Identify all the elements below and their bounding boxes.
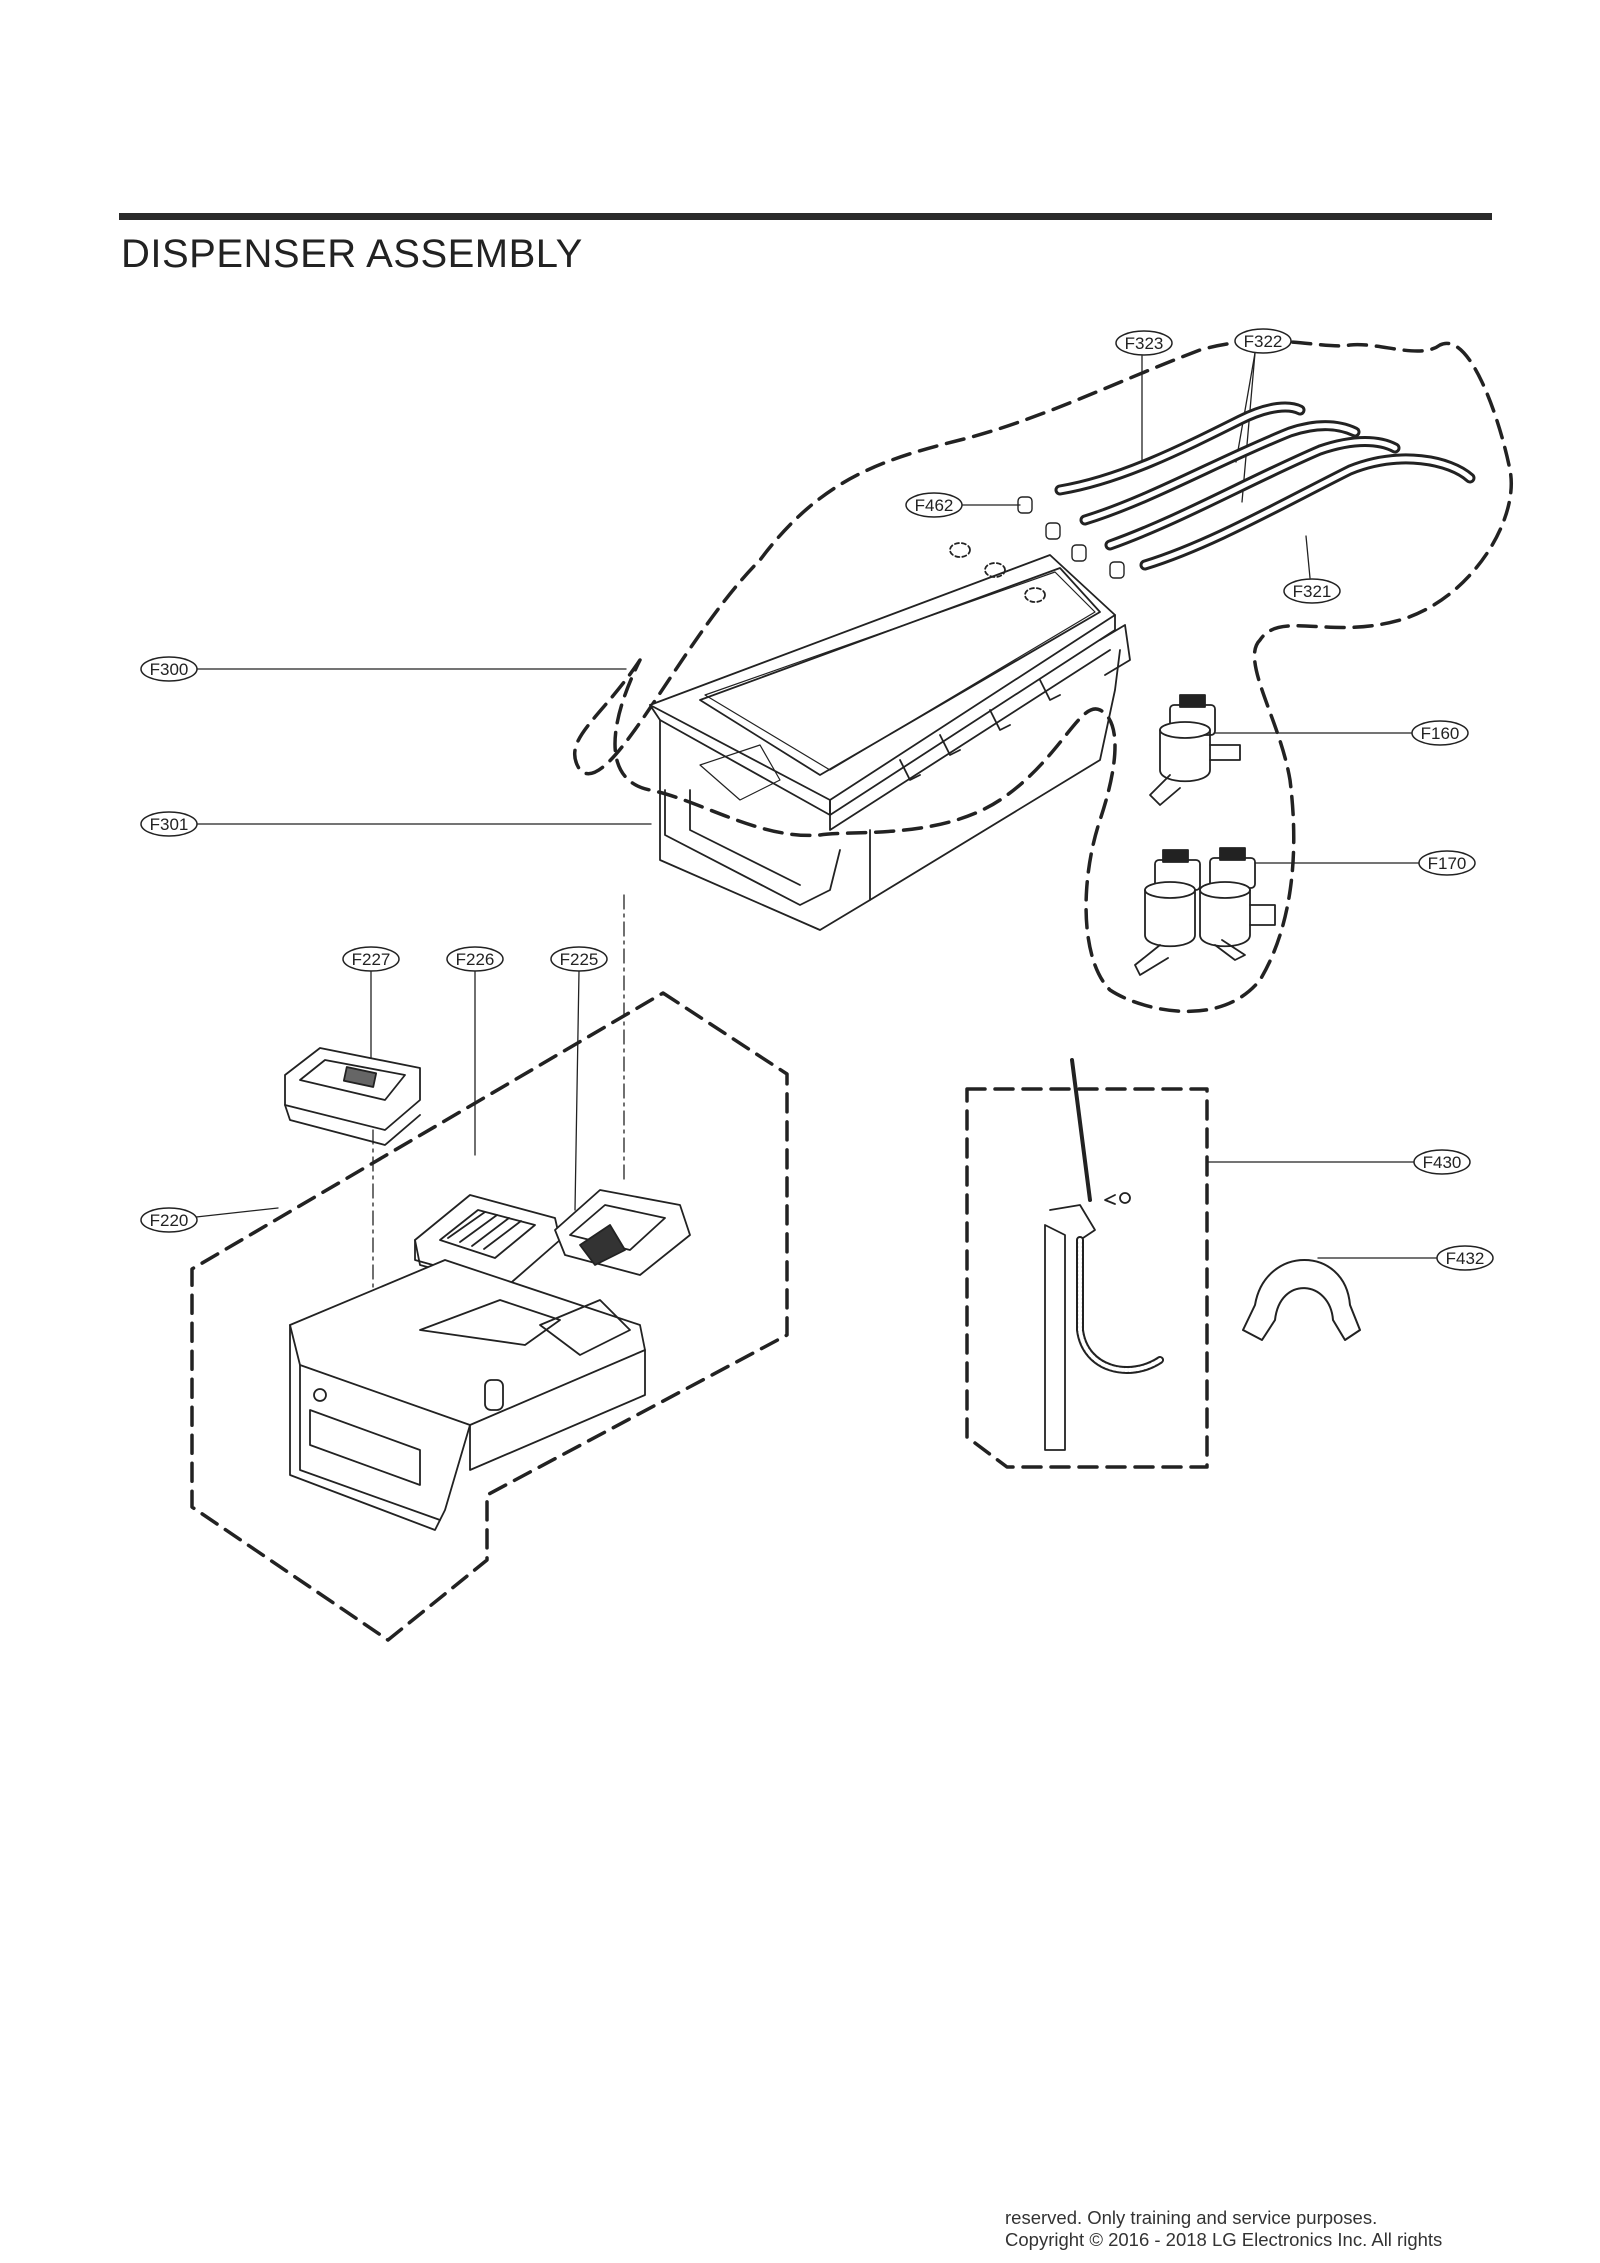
copyright-line-1: reserved. Only training and service purp… [1005, 2207, 1378, 2228]
callout-label-f462: F462 [915, 496, 954, 515]
title-rule [119, 213, 1492, 220]
group-outline-dispenser-housing [573, 339, 1513, 1013]
inlet-valve-f170 [1134, 847, 1276, 976]
hose-clamps-f462 [1017, 496, 1125, 579]
hose-guide-f432 [1242, 1259, 1361, 1341]
copyright-notice: reserved. Only training and service purp… [1005, 2207, 1442, 2251]
callout-f322 [1234, 328, 1292, 354]
page-title: DISPENSER ASSEMBLY [121, 232, 583, 276]
callout-f226 [446, 946, 504, 972]
callout-label-f226: F226 [456, 950, 495, 969]
dispenser-tray-f301 [659, 649, 1121, 931]
callout-f432 [1436, 1245, 1494, 1271]
dispenser-housing-f300 [649, 542, 1131, 831]
callout-f430 [1413, 1149, 1471, 1175]
inlet-valve-f160 [1149, 694, 1241, 806]
callout-f220 [140, 1207, 198, 1233]
callout-label-f220: F220 [150, 1211, 189, 1230]
drain-hose-f430 [1044, 1058, 1164, 1451]
callout-f321 [1283, 578, 1341, 604]
callout-label-f432: F432 [1446, 1249, 1485, 1268]
callout-label-f227: F227 [352, 950, 391, 969]
callout-f170 [1418, 850, 1476, 876]
callout-label-f322: F322 [1244, 332, 1283, 351]
callout-f300 [140, 656, 198, 682]
callout-f160 [1411, 720, 1469, 746]
callout-label-f323: F323 [1125, 334, 1164, 353]
callout-label-f170: F170 [1428, 854, 1467, 873]
callout-label-f430: F430 [1423, 1153, 1462, 1172]
callout-f301 [140, 811, 198, 837]
detergent-cover-f225 [554, 1189, 691, 1276]
copyright-line-2: Copyright © 2016 - 2018 LG Electronics I… [1005, 2229, 1443, 2250]
callout-f323 [1115, 330, 1173, 356]
callout-f462 [905, 492, 963, 518]
callout-f227 [342, 946, 400, 972]
group-outline-drain-hose [965, 1087, 1209, 1469]
callout-label-f300: F300 [150, 660, 189, 679]
callout-f225 [550, 946, 608, 972]
callout-label-f225: F225 [560, 950, 599, 969]
group-outline-drawer [190, 991, 789, 1642]
callout-label-f160: F160 [1421, 724, 1460, 743]
dispenser-drawer-f220 [289, 1259, 646, 1531]
callout-label-f321: F321 [1293, 582, 1332, 601]
callout-label-f301: F301 [150, 815, 189, 834]
softener-cap-f227 [284, 1047, 421, 1146]
